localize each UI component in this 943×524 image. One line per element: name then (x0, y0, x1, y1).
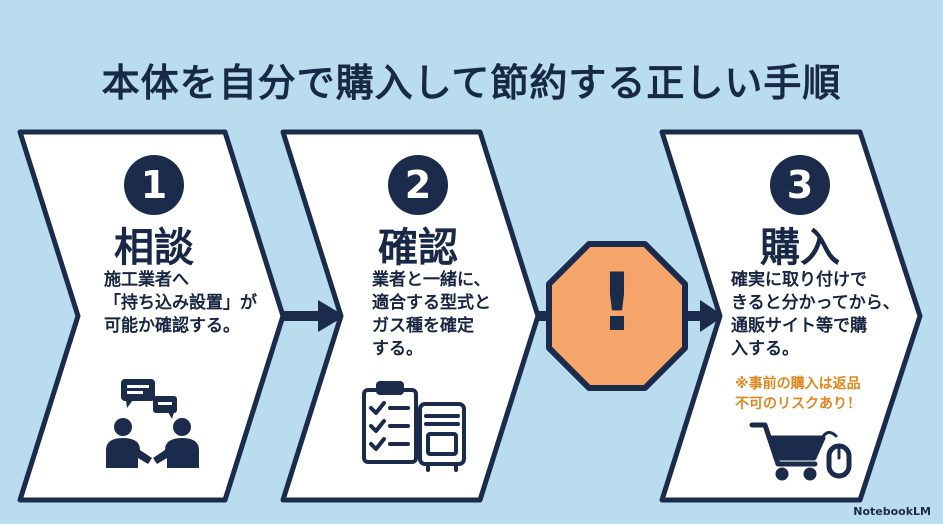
step-2-number: 2 (388, 155, 448, 215)
step-3-warning: ※事前の購入は返品 不可のリスクあり！ (735, 374, 861, 414)
step-3-line-4: 入する。 (731, 339, 799, 359)
step-3-line-2: きると分かってから、 (731, 293, 900, 313)
step-2-line-4: する。 (372, 339, 423, 359)
step-2-title: 確認 (378, 225, 458, 271)
step-1-line-1: 施工業者へ (104, 270, 189, 290)
step-1-number: 1 (124, 155, 184, 215)
step-2-line-2: 適合する型式と (372, 293, 491, 313)
step-3-number: 3 (770, 155, 830, 215)
step-3-title: 購入 (760, 225, 840, 271)
step-3-description: 確実に取り付けで きると分かってから、 通販サイト等で購 入する。 (731, 269, 900, 361)
step-2-chevron (280, 129, 541, 503)
step-1-chevron (17, 129, 286, 503)
step-2-description: 業者と一緒に、 適合する型式と ガス種を確定 する。 (372, 269, 491, 361)
step-2-line-1: 業者と一緒に、 (372, 270, 491, 290)
step-1-title: 相談 (114, 225, 194, 271)
step-3-chevron (659, 129, 923, 503)
step-2-line-3: ガス種を確定 (372, 316, 474, 336)
arrow-warning-3-head (700, 300, 724, 332)
warning-exclamation: ! (598, 256, 636, 349)
step-1-line-2: 「持ち込み設置」が (104, 293, 257, 313)
step-3-line-3: 通販サイト等で購 (731, 316, 867, 336)
step-3-warning-line-1: ※事前の購入は返品 (735, 376, 861, 392)
consultation-people-icon (106, 379, 199, 468)
step-1-line-3: 可能か確認する。 (104, 316, 240, 336)
step-3-warning-line-2: 不可のリスクあり！ (735, 396, 861, 412)
warning-octagon (546, 241, 688, 391)
notebooklm-brand: NotebookLM (853, 505, 931, 518)
arrow-1-2-head (318, 300, 345, 332)
checklist-appliance-icon (362, 381, 466, 472)
page-title: 本体を自分で購入して節約する正しい手順 (101, 61, 842, 105)
step-1-description: 施工業者へ 「持ち込み設置」が 可能か確認する。 (104, 269, 257, 338)
shopping-cart-mouse-icon (749, 422, 852, 481)
step-3-line-1: 確実に取り付けで (731, 270, 867, 290)
